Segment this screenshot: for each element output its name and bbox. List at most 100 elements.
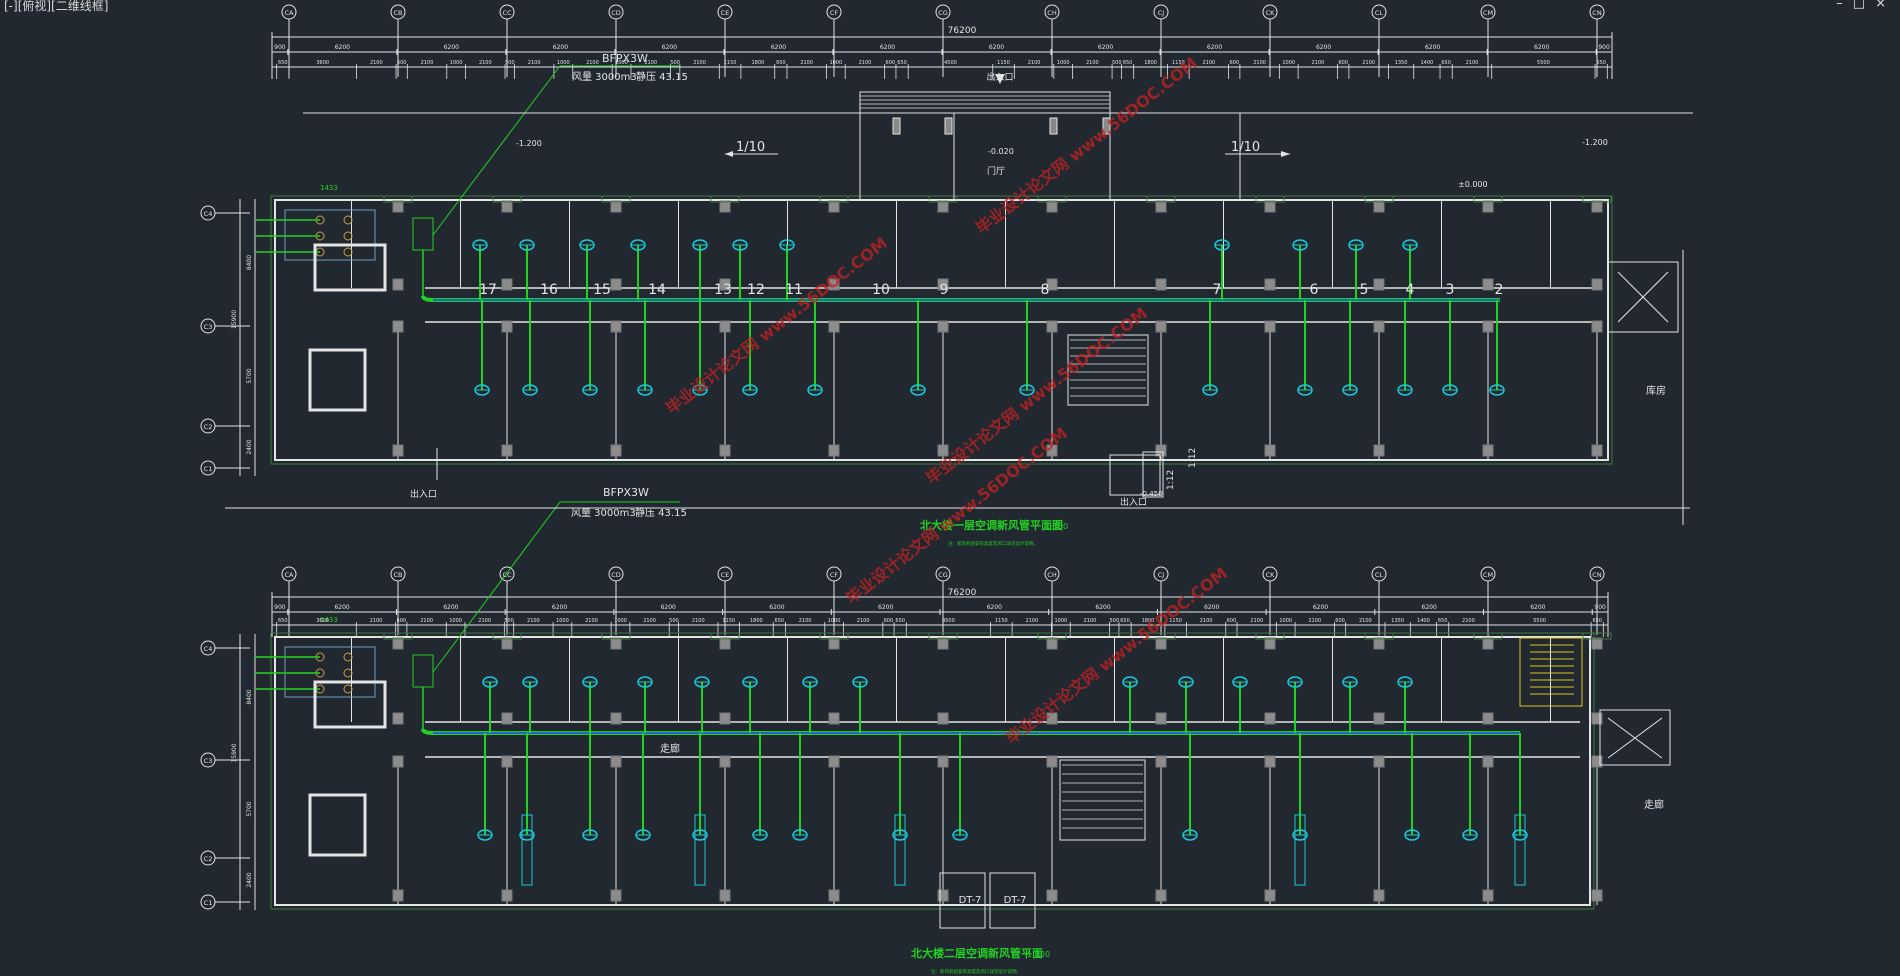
- column: [1482, 444, 1494, 457]
- axis-label-CN: CN: [1592, 571, 1602, 579]
- column: [1591, 712, 1603, 725]
- annotations: 76200 76200 BFPX3W 风量 3000m3 静压 43.15 BF…: [410, 26, 1666, 906]
- bay-dimension: 900: [1598, 44, 1610, 51]
- column: [1373, 889, 1385, 902]
- detail-dimension: 2100: [1253, 60, 1266, 66]
- detail-dimension: 650: [897, 60, 907, 66]
- column: [1373, 200, 1385, 213]
- column: [1264, 278, 1276, 291]
- bay-dimension: 6200: [552, 604, 567, 611]
- bay-dimension: 6200: [769, 604, 784, 611]
- unit-model-1: BFPX3W: [602, 52, 648, 65]
- room-number-16: 16: [540, 282, 558, 298]
- detail-dimension: 2100: [1308, 618, 1321, 624]
- window: [1146, 632, 1176, 640]
- detail-dimension: 1150: [722, 618, 735, 624]
- detail-dimension: 2100: [1200, 618, 1213, 624]
- column: [1373, 712, 1385, 725]
- vertical-duct-run: [894, 814, 906, 886]
- room-number-3: 3: [1446, 282, 1455, 298]
- detail-dimension: 1350: [1395, 60, 1408, 66]
- column: [937, 200, 949, 213]
- bay-dimension: 6200: [1095, 604, 1110, 611]
- fan-unit: [343, 231, 353, 241]
- column: [719, 200, 731, 213]
- room-number-10: 10: [872, 282, 890, 298]
- axis-label-CG: CG: [938, 571, 948, 579]
- column: [501, 200, 513, 213]
- column: [937, 320, 949, 333]
- row-dimension: 5700: [246, 368, 253, 383]
- main-supply-duct: [421, 295, 1500, 302]
- detail-dimension: 2100: [800, 60, 813, 66]
- window: [1146, 195, 1176, 203]
- vertical-duct-run: [1514, 814, 1526, 886]
- axis-label-CM: CM: [1483, 9, 1493, 17]
- detail-dimension: 600: [1335, 618, 1345, 624]
- hall-label: 门厅: [987, 165, 1005, 177]
- column: [501, 637, 513, 650]
- plan1-fan-dim: 1433: [320, 184, 338, 192]
- bay-dimension: 6200: [1098, 44, 1113, 51]
- detail-dimension: 650: [1592, 618, 1602, 624]
- stairwell: [308, 793, 367, 857]
- room-number-5: 5: [1360, 282, 1369, 298]
- plan1-note: 注：新风机组安装高度及风口详见设计说明。: [948, 540, 1038, 547]
- column: [1264, 712, 1276, 725]
- bay-dimension: 900: [1594, 604, 1606, 611]
- window: [383, 632, 413, 640]
- column: [1373, 755, 1385, 768]
- restore-button[interactable]: □: [1852, 0, 1876, 11]
- detail-dimension: 600: [397, 60, 407, 66]
- column: [501, 889, 513, 902]
- room-number-17: 17: [479, 282, 497, 298]
- axis-label-CN: CN: [1592, 9, 1602, 17]
- column: [1482, 278, 1494, 291]
- column: [1591, 889, 1603, 902]
- detail-dimension: 3600: [316, 618, 329, 624]
- axis-label-CM: CM: [1483, 571, 1493, 579]
- column: [1046, 889, 1058, 902]
- bay-dimension: 6200: [443, 604, 458, 611]
- bay-dimension: 6200: [444, 44, 459, 51]
- column: [610, 320, 622, 333]
- axis-label-CK: CK: [1266, 571, 1276, 579]
- viewport-control[interactable]: [-][俯视][二维线框]: [4, 0, 109, 13]
- room-number-15: 15: [593, 282, 611, 298]
- detail-dimension: 1000: [829, 60, 842, 66]
- detail-dimension: 650: [1441, 60, 1451, 66]
- column: [719, 637, 731, 650]
- column: [1155, 637, 1167, 650]
- vertical-duct-run: [694, 814, 706, 886]
- bay-dimension: 6200: [661, 604, 676, 611]
- detail-dimension: 2100: [586, 60, 599, 66]
- entrance-pillar: [1049, 117, 1058, 135]
- column: [392, 278, 404, 291]
- minimize-button[interactable]: –: [1836, 0, 1853, 11]
- entrance-pillar: [1102, 117, 1111, 135]
- column: [828, 320, 840, 333]
- column: [501, 755, 513, 768]
- detail-dimension: 1000: [615, 60, 628, 66]
- column: [719, 889, 731, 902]
- close-button[interactable]: ×: [1875, 0, 1896, 11]
- window: [1473, 632, 1503, 640]
- column: [828, 278, 840, 291]
- detail-dimension: 600: [1338, 60, 1348, 66]
- row-dimension: 8400: [246, 689, 253, 704]
- room-number-8: 8: [1041, 282, 1050, 298]
- detail-dimension: 2100: [478, 618, 491, 624]
- axis-label-CA: CA: [285, 571, 295, 579]
- unit-leader-line: [432, 65, 680, 236]
- window: [928, 632, 958, 640]
- detail-dimension: 2100: [857, 618, 870, 624]
- detail-dimension: 1350: [1391, 618, 1404, 624]
- column: [1591, 755, 1603, 768]
- detail-dimension: 2100: [1359, 618, 1372, 624]
- bay-dimension: 6200: [989, 44, 1004, 51]
- axis-label-CL: CL: [1375, 571, 1384, 579]
- bay-dimension: 6200: [880, 44, 895, 51]
- column: [1155, 278, 1167, 291]
- column: [828, 712, 840, 725]
